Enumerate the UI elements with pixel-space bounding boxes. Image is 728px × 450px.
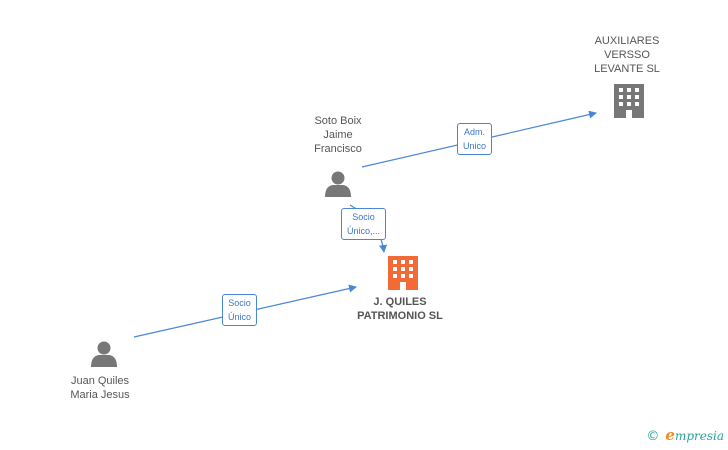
edge-label-line: Unico [463, 141, 487, 151]
edge-label-adm-unico[interactable]: Adm. Unico [457, 123, 493, 155]
label-line: Juan Quiles [70, 375, 130, 387]
empresia-logo: © empresia [646, 426, 724, 444]
copyright-icon: © [646, 429, 660, 444]
edge-label-line: Adm. [464, 127, 486, 137]
label-line: Maria Jesus [70, 389, 130, 401]
edge-label-socio-unico-ellipsis[interactable]: Socio Único,... [341, 208, 387, 240]
label-line: PATRIMONIO SL [357, 310, 443, 322]
edge-label-line: Único [228, 312, 252, 322]
edge-label-socio-unico[interactable]: Socio Único [222, 294, 258, 326]
node-label-jquiles[interactable]: J. QUILES PATRIMONIO SL [345, 295, 455, 323]
label-line: Soto Boix [314, 115, 362, 127]
node-label-soto[interactable]: Soto Boix Jaime Francisco [298, 114, 378, 156]
label-line: Francisco [314, 143, 362, 155]
label-line: J. QUILES [373, 296, 427, 308]
edge-label-line: Único,... [347, 226, 381, 236]
label-line: VERSSO [604, 49, 650, 61]
node-label-juan[interactable]: Juan Quiles Maria Jesus [60, 374, 140, 402]
building-icon[interactable] [614, 84, 644, 118]
node-label-auxiliares[interactable]: AUXILIARES VERSSO LEVANTE SL [587, 34, 667, 76]
person-icon[interactable] [325, 171, 351, 198]
edge-label-line: Socio [228, 298, 251, 308]
main-building-icon[interactable] [388, 256, 418, 290]
label-line: Jaime [323, 129, 353, 141]
label-line: AUXILIARES [594, 35, 660, 47]
person-icon[interactable] [91, 341, 117, 368]
edge-label-line: Socio [352, 212, 375, 222]
brand-text: mpresia [674, 429, 724, 443]
label-line: LEVANTE SL [594, 63, 660, 75]
brand-e: e [665, 426, 675, 444]
